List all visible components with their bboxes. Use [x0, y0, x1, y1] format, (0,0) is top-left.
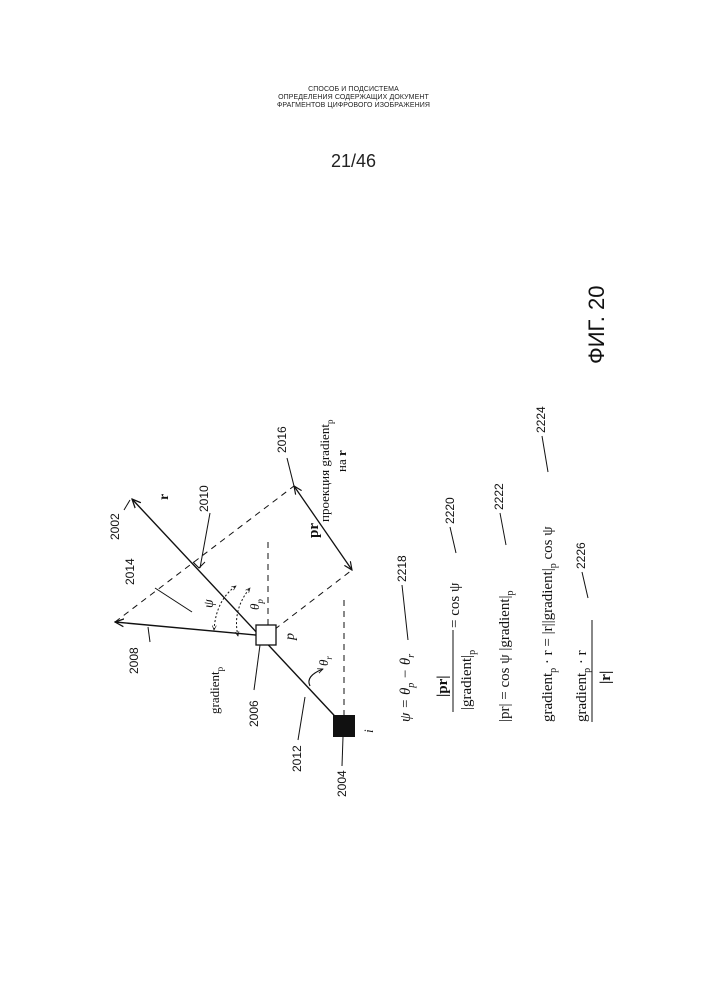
label-vector-r: r — [157, 494, 172, 500]
equation-psi: ψ = θp − θr — [398, 654, 417, 722]
ref-2222: 2222 — [492, 483, 506, 510]
figure-label: ФИГ. 20 — [584, 286, 609, 364]
label-psi: ψ — [202, 599, 217, 608]
label-theta-p: θp — [247, 599, 265, 610]
equation-projection-numerator: gradientp · r — [574, 650, 593, 722]
label-projection-line-1: проекция gradientp — [317, 419, 335, 522]
ref-2218: 2218 — [395, 555, 409, 582]
ref-2014: 2014 — [123, 558, 137, 585]
ref-2008: 2008 — [127, 647, 141, 674]
leader-2222 — [500, 513, 506, 545]
leader-2226 — [582, 572, 588, 598]
point-p-square — [256, 625, 276, 645]
equation-ratio-numerator: |pr| — [435, 675, 451, 697]
leader-2220 — [450, 527, 456, 553]
ref-2220: 2220 — [443, 497, 457, 524]
leader-2224 — [542, 436, 548, 472]
equation-projection-denominator: |r| — [598, 671, 614, 684]
label-point-p: p — [283, 633, 298, 641]
projection-dashed-2 — [266, 570, 352, 636]
leader-2006 — [254, 645, 260, 690]
ref-2012: 2012 — [290, 745, 304, 772]
leader-2012 — [298, 697, 305, 740]
label-pr: pr — [306, 523, 322, 538]
ref-2224: 2224 — [534, 406, 548, 433]
equation-dot-product: gradientp · r = |r||gradient|p cos ψ — [540, 526, 559, 722]
leader-2014 — [155, 588, 192, 612]
leader-2218 — [402, 585, 408, 640]
leader-2004 — [342, 737, 343, 766]
leader-2010 — [200, 513, 210, 568]
equation-ratio-denominator: |gradient|p — [459, 650, 478, 710]
angle-theta-p-arc — [237, 588, 251, 636]
ref-2004: 2004 — [335, 770, 349, 797]
label-theta-r: θr — [316, 656, 334, 666]
ref-2016: 2016 — [275, 426, 289, 453]
equation-projection-length: gradientp · r |r| — [574, 620, 614, 722]
angle-psi-arc — [214, 586, 236, 630]
angle-theta-r-arc — [309, 669, 323, 686]
label-projection-line-2: на r — [334, 450, 349, 472]
label-gradient: gradientp — [207, 666, 225, 714]
equation-ratio: |pr| |gradient|p = cos ψ — [435, 582, 478, 712]
equation-pr-magnitude: |pr| = cos ψ |gradient|p — [497, 591, 516, 723]
equation-ratio-rhs: = cos ψ — [447, 582, 463, 628]
ref-2002: 2002 — [108, 513, 122, 540]
ref-2226: 2226 — [574, 542, 588, 569]
leader-2002 — [124, 500, 130, 510]
label-point-i: i — [361, 729, 376, 733]
leader-2008 — [148, 627, 150, 642]
ref-2010: 2010 — [197, 485, 211, 512]
gradient-vector-line — [115, 622, 266, 636]
leader-2016 — [287, 458, 294, 486]
point-i-square — [333, 715, 355, 737]
ref-2006: 2006 — [247, 700, 261, 727]
